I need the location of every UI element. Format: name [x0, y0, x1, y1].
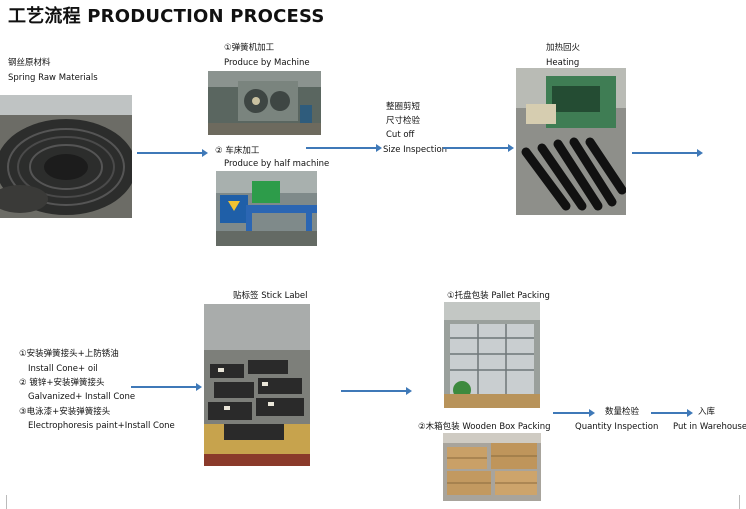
raw-materials-photo: [0, 95, 132, 218]
raw-materials-label-en: Spring Raw Materials: [8, 73, 98, 83]
flow-arrow-1: [137, 149, 208, 157]
quantity-inspection-cn: 数量检验: [605, 407, 640, 417]
wooden-box-packing-label: ②木箱包装 Wooden Box Packing: [418, 422, 551, 432]
wooden-box-packing-photo: [443, 433, 541, 501]
machine-label-cn: ①弹簧机加工: [224, 43, 275, 53]
install-option-3-en: Electrophoresis paint+Install Cone: [28, 421, 175, 431]
install-option-1-en: Install Cone+ oil: [28, 364, 98, 374]
quantity-inspection-en: Quantity Inspection: [575, 422, 659, 432]
pallet-packing-photo: [444, 302, 540, 408]
heating-label-cn: 加热回火: [546, 43, 581, 53]
page-title: 工艺流程 PRODUCTION PROCESS: [8, 6, 325, 27]
install-option-2-en: Galvanized+ Install Cone: [28, 392, 136, 402]
lathe-photo: [216, 171, 317, 246]
inspect-line-4: Size Inspection: [383, 145, 448, 155]
flow-arrow-4: [632, 149, 703, 157]
stick-label-title: 贴标签 Stick Label: [233, 291, 308, 301]
machine-label-en: Produce by Machine: [224, 58, 310, 68]
inspect-line-2: 尺寸检验: [386, 116, 421, 126]
heating-label-en: Heating: [546, 58, 580, 68]
stick-label-photo: [204, 304, 310, 466]
inspect-line-3: Cut off: [386, 130, 415, 140]
flow-arrow-2: [306, 144, 382, 152]
pallet-packing-label: ①托盘包装 Pallet Packing: [447, 291, 550, 301]
install-option-3-cn: ③电泳漆+安装弹簧接头: [19, 407, 111, 417]
lathe-label-en: Produce by half machine: [224, 159, 330, 169]
raw-materials-label-cn: 钢丝原材料: [8, 58, 51, 68]
flow-arrow-5: [131, 383, 202, 391]
flow-arrow-3: [443, 144, 514, 152]
lathe-label-cn: ② 车床加工: [215, 146, 260, 156]
flow-arrow-7: [553, 409, 595, 417]
warehouse-en: Put in Warehouse: [673, 422, 746, 432]
install-option-2-cn: ② 镀锌+安装弹簧接头: [19, 378, 105, 388]
install-option-1-cn: ①安装弹簧接头+上防锈油: [19, 349, 119, 359]
warehouse-cn: 入库: [698, 407, 716, 417]
flow-arrow-8: [651, 409, 693, 417]
right-edge-mark: [739, 495, 740, 509]
inspect-line-1: 整圈剪短: [386, 102, 421, 112]
flow-arrow-6: [341, 387, 412, 395]
heating-photo: [516, 68, 626, 215]
left-edge-mark: [6, 495, 7, 509]
machine-photo: [208, 71, 321, 135]
